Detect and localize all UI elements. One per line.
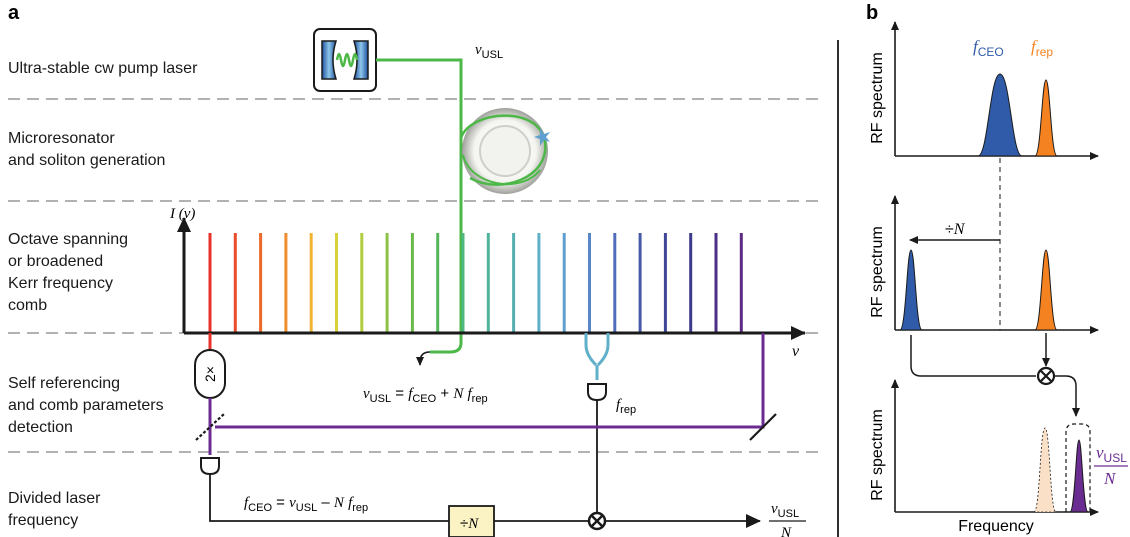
plot1-fceo-peak xyxy=(977,73,1023,157)
equation-fceo: fCEO = νUSL – N frep xyxy=(244,494,368,514)
row-label-pump-laser: Ultra-stable cw pump laser xyxy=(8,59,197,79)
frep-detector xyxy=(587,383,607,402)
output-numerator: νUSL xyxy=(771,501,799,520)
row-label-line: Octave spanning xyxy=(8,231,129,248)
row-label-line: or broadened xyxy=(8,253,104,270)
fceo-signal-line xyxy=(209,474,449,522)
row-label-line: detection xyxy=(8,419,73,436)
row-label-line: comb xyxy=(8,297,48,314)
fceo-detector xyxy=(200,457,220,476)
plot2-frep-peak xyxy=(1034,249,1058,331)
microresonator-icon xyxy=(459,108,550,194)
plot1-fceo-label: fCEO xyxy=(973,37,1004,59)
plot2-fceo-peak xyxy=(899,249,923,331)
plot1-frep-peak xyxy=(1034,79,1058,157)
row-label-line: Ultra-stable cw pump laser xyxy=(8,60,198,77)
output-denominator: N xyxy=(780,525,792,537)
purple-reference-beam xyxy=(215,333,765,429)
mirror xyxy=(749,413,777,441)
mixer-icon xyxy=(587,511,607,531)
intensity-axis-label: I (ν) xyxy=(169,206,195,222)
row-label-line: and comb parameters xyxy=(8,397,164,414)
row-label-line: Microresonator xyxy=(8,130,115,147)
plot2-ylabel: RF spectrum xyxy=(869,226,886,318)
equation-nu-usl: νUSL = fCEO + N frep xyxy=(363,385,488,405)
frequency-axis-label: ν xyxy=(792,343,800,360)
pump-beam xyxy=(376,58,463,354)
row-label-divided-frequency: Divided laser frequency xyxy=(8,488,100,532)
plot1-frep-label: frep xyxy=(1031,37,1053,59)
plot3-ghost-peak xyxy=(1033,427,1057,513)
mixer-to-plot3-arrow xyxy=(1054,375,1080,417)
panel-b-letter: b xyxy=(866,2,879,24)
panel-a-letter: a xyxy=(8,2,20,24)
row-label-line: and soliton generation xyxy=(8,152,166,169)
pump-arrow xyxy=(416,351,431,366)
row-label-self-referencing: Self referencing and comb parameters det… xyxy=(8,373,164,439)
beamsplitter xyxy=(195,413,225,441)
frep-beat-path xyxy=(584,333,610,380)
plot3-output-numerator: νUSL xyxy=(1096,443,1127,465)
row-label-line: frequency xyxy=(8,512,79,529)
panel-b: fCEO frep ÷N xyxy=(869,21,1128,535)
row-label-line: Kerr frequency xyxy=(8,275,113,292)
laser-icon xyxy=(313,28,377,92)
plot3-output-peak xyxy=(1069,439,1089,513)
plot3-xlabel: Frequency xyxy=(958,518,1034,535)
plot3-output-denominator: N xyxy=(1103,469,1117,488)
row-label-microresonator: Microresonator and soliton generation xyxy=(8,128,165,172)
row-label-frequency-comb: Octave spanning or broadened Kerr freque… xyxy=(8,229,128,317)
divider-box xyxy=(448,505,495,537)
nu-usl-label: νUSL xyxy=(475,42,503,61)
plot3-ylabel: RF spectrum xyxy=(869,409,886,501)
row-label-line: Self referencing xyxy=(8,375,121,392)
plot1-ylabel: RF spectrum xyxy=(869,52,886,144)
plot2-fceo-to-mixer xyxy=(910,335,1036,377)
comb-lines xyxy=(208,233,743,333)
row-label-line: Divided laser xyxy=(8,490,101,507)
frep-label: frep xyxy=(616,397,636,416)
plot2-divide-label: ÷N xyxy=(945,221,966,238)
doubler-label: 2× xyxy=(202,366,218,382)
divider-label: ÷N xyxy=(460,515,479,532)
panel-b-mixer-icon xyxy=(1036,366,1056,386)
